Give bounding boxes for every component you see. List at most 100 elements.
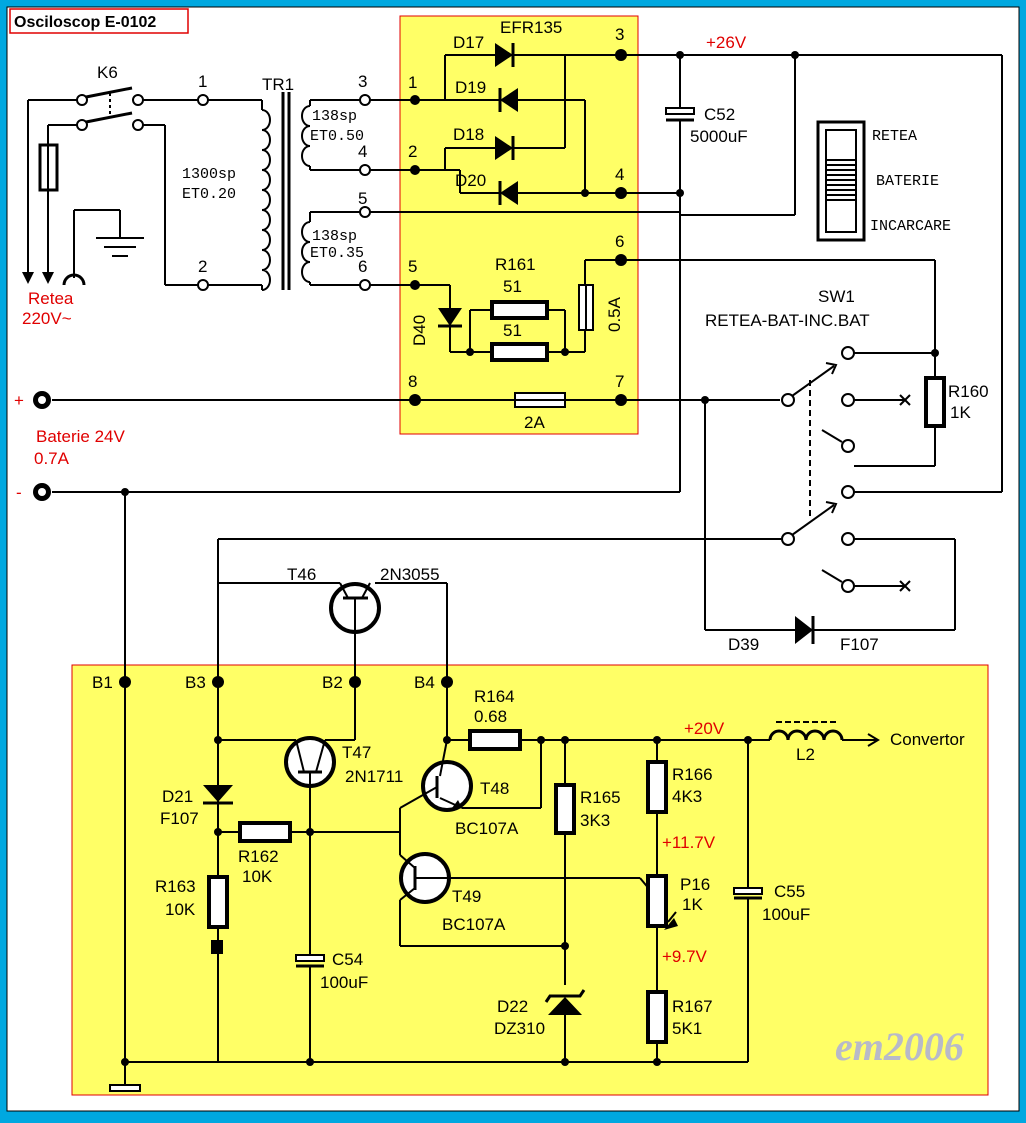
- sw1-label: SW1: [818, 287, 855, 306]
- l2-label: L2: [796, 745, 815, 764]
- board1-pin-4: 4: [615, 165, 624, 184]
- p16-value: 1K: [682, 895, 703, 914]
- selector-retea: RETEA: [872, 128, 917, 145]
- battery-plus: +: [14, 391, 24, 410]
- t47-type: 2N1711: [345, 767, 403, 786]
- d39-label: D39: [728, 635, 759, 654]
- board1-pin-3: 3: [615, 25, 624, 44]
- convertor-label: Convertor: [890, 730, 965, 749]
- d40-label: D40: [410, 315, 429, 346]
- d22-type: DZ310: [494, 1019, 545, 1038]
- regulator-circuit: B1 B3 B2 B4 R164 0.68 +20V L2 Convertor: [92, 492, 965, 1092]
- transistor-t46: T46 2N3055: [217, 538, 782, 1062]
- resistor-r160: R160 1K: [854, 353, 989, 467]
- p16-label: P16: [680, 875, 710, 894]
- c55-value: 100uF: [762, 905, 810, 924]
- r166-label: R166: [672, 765, 713, 784]
- d17-label: D17: [453, 33, 484, 52]
- d19-label: D19: [455, 78, 486, 97]
- r163-label: R163: [155, 877, 196, 896]
- r161-a-value: 51: [503, 277, 522, 296]
- board1-pin-2: 2: [408, 142, 417, 161]
- t48-label: T48: [480, 779, 509, 798]
- selector-incarcare: INCARCARE: [870, 218, 951, 235]
- board1-pin-1: 1: [408, 73, 417, 92]
- t46-label: T46: [287, 565, 316, 584]
- t47-label: T47: [342, 743, 371, 762]
- c55-label: C55: [774, 882, 805, 901]
- mains-terminal-1: 1: [198, 72, 207, 91]
- diagram-title: Osciloscop E-0102: [14, 14, 156, 31]
- r167-label: R167: [672, 997, 713, 1016]
- r165-label: R165: [580, 788, 621, 807]
- r161-b-value: 51: [503, 321, 522, 340]
- b4-label: B4: [414, 673, 435, 692]
- voltage-9-7v: +9.7V: [662, 947, 708, 966]
- tr1-terminal-4: 4: [358, 142, 367, 161]
- r163-value: 10K: [165, 900, 196, 919]
- c54-value: 100uF: [320, 973, 368, 992]
- voltage-26v: +26V: [706, 33, 747, 52]
- r167-value: 5K1: [672, 1019, 702, 1038]
- t46-type: 2N3055: [380, 565, 440, 584]
- fuse-2a-label: 2A: [524, 413, 545, 432]
- d18-label: D18: [453, 125, 484, 144]
- tr1-sec2-wire: ET0.35: [310, 245, 364, 262]
- signature: em2006: [835, 1024, 964, 1069]
- d22-label: D22: [497, 997, 528, 1016]
- output-26v: +26V C52 5000uF: [621, 33, 1003, 493]
- rectifier-board: [399, 15, 639, 435]
- r164-value: 0.68: [474, 707, 507, 726]
- board1-pin-7: 7: [615, 372, 624, 391]
- voltage-20v: +20V: [684, 719, 725, 738]
- tr1-sec1-turns: 138sp: [312, 108, 357, 125]
- board1-pin-5: 5: [408, 257, 417, 276]
- battery-minus: -: [16, 483, 22, 502]
- d21-type: F107: [160, 809, 199, 828]
- mains-label: Retea: [28, 289, 74, 308]
- r162-label: R162: [238, 847, 279, 866]
- b1-label: B1: [92, 673, 113, 692]
- tr1-terminal-3: 3: [358, 72, 367, 91]
- tr1-sec2-turns: 138sp: [312, 228, 357, 245]
- d39-type: F107: [840, 635, 879, 654]
- t49-label: T49: [452, 887, 481, 906]
- r162-value: 10K: [242, 867, 273, 886]
- tr1-terminal-6: 6: [358, 257, 367, 276]
- tr1-primary-wire: ET0.20: [182, 186, 236, 203]
- board1-pin-6: 6: [615, 232, 624, 251]
- k6-label: K6: [97, 63, 118, 82]
- transformer-tr1: TR1 3 4 5 6 1300sp ET0.20 138sp ET0.50 1…: [182, 72, 371, 291]
- b3-label: B3: [185, 673, 206, 692]
- mains-terminal-2: 2: [198, 257, 207, 276]
- bridge-type: EFR135: [500, 18, 562, 37]
- r160-value: 1K: [950, 403, 971, 422]
- r164-label: R164: [474, 687, 515, 706]
- tr1-primary-turns: 1300sp: [182, 166, 236, 183]
- r166-value: 4K3: [672, 787, 702, 806]
- t48-type: BC107A: [455, 819, 519, 838]
- r160-label: R160: [948, 382, 989, 401]
- tr1-label: TR1: [262, 75, 294, 94]
- mode-selector: RETEA BATERIE INCARCARE: [816, 120, 951, 242]
- sw1-description: RETEA-BAT-INC.BAT: [705, 311, 870, 330]
- switch-sw1: SW1 RETEA-BAT-INC.BAT: [705, 287, 956, 630]
- battery-terminals: + - Baterie 24V 0.7A D39 F107: [14, 391, 955, 654]
- fuse-05-label: 0.5A: [605, 296, 624, 332]
- r165-value: 3K3: [580, 811, 610, 830]
- t49-type: BC107A: [442, 915, 506, 934]
- battery-label: Baterie 24V: [36, 427, 125, 446]
- selector-baterie: BATERIE: [876, 173, 939, 190]
- board1-pin-8: 8: [408, 372, 417, 391]
- battery-current: 0.7A: [34, 449, 70, 468]
- voltage-11-7v: +11.7V: [662, 833, 716, 852]
- c52-value: 5000uF: [690, 127, 748, 146]
- c54-label: C54: [332, 950, 363, 969]
- mains-section: K6 1 2 Retea 220V~: [22, 63, 209, 328]
- d20-label: D20: [455, 171, 486, 190]
- c52-label: C52: [704, 105, 735, 124]
- mains-voltage: 220V~: [22, 309, 72, 328]
- tr1-sec1-wire: ET0.50: [310, 128, 364, 145]
